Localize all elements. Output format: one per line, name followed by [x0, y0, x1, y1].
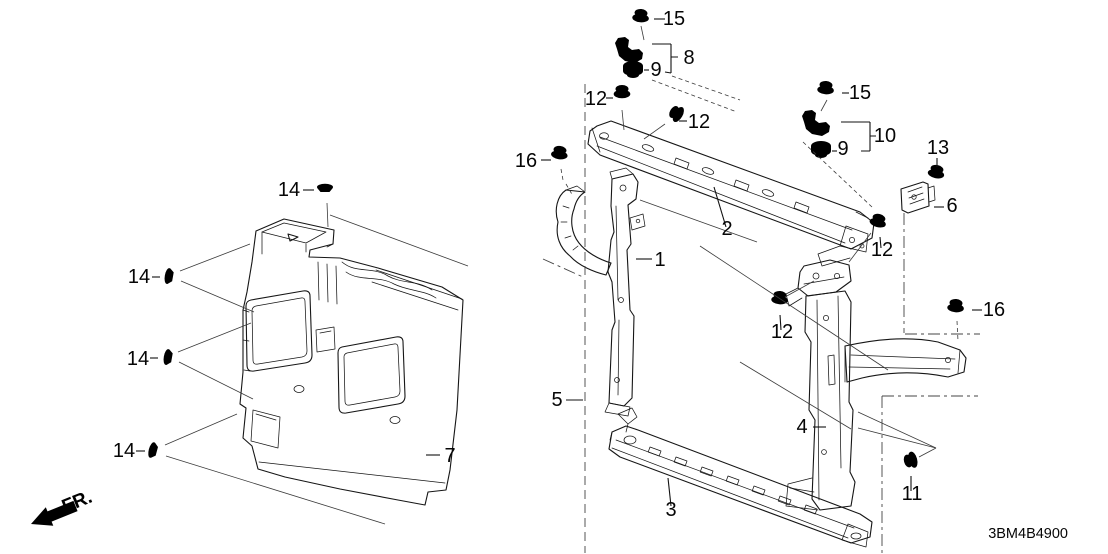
callout-15-upper: 15 — [663, 8, 685, 30]
fr-direction-indicator: FR. — [31, 487, 95, 526]
callout-14-left-lower: 14 — [127, 348, 149, 370]
view-boundary-lines — [542, 84, 980, 553]
callout-12-right: 12 — [871, 239, 893, 261]
part-9-grommet-right-drawing — [811, 141, 831, 158]
bolt-12-upper-left — [613, 85, 631, 110]
callout-6: 6 — [946, 195, 957, 217]
callout-15-right: 15 — [849, 82, 871, 104]
callout-16-left: 16 — [515, 150, 537, 172]
callout-2: 2 — [721, 218, 732, 240]
drawing-code: 3BM4B4900 — [988, 526, 1068, 542]
bolt-16-right — [945, 298, 965, 325]
part-1-left-stay-drawing — [555, 167, 646, 417]
clip-14-left-upper — [163, 267, 183, 287]
fr-label: FR. — [59, 487, 95, 518]
bolt-11 — [901, 447, 931, 471]
bolt-16-left — [548, 144, 569, 172]
part-7-air-guide-drawing — [239, 218, 464, 506]
callout-labels: 15 8 9 12 12 15 10 9 13 6 16 14 2 12 1 1… — [113, 8, 1005, 521]
part-8-bracket-drawing — [615, 37, 643, 63]
callout-9-right: 9 — [837, 138, 848, 160]
callout-12-lower-mid: 12 — [771, 321, 793, 343]
callout-3: 3 — [665, 499, 676, 521]
part-10-bracket-drawing — [802, 110, 830, 136]
callout-16-right: 16 — [983, 299, 1005, 321]
part-9-grommet-upper-drawing — [623, 61, 643, 78]
callout-8: 8 — [683, 47, 694, 69]
callout-5: 5 — [551, 389, 562, 411]
callout-14-top: 14 — [278, 179, 300, 201]
part-2-upper-crossmember-drawing — [587, 120, 875, 267]
fr-arrow-icon — [31, 500, 78, 526]
part-4-right-stay-drawing — [785, 259, 967, 511]
callout-12-upper-left: 12 — [585, 88, 607, 110]
clip-14-bottom-left — [146, 441, 168, 462]
callout-9-upper: 9 — [650, 59, 661, 81]
bolt-15-upper — [630, 8, 650, 35]
clip-14-top — [317, 183, 333, 201]
part-3-lower-crossmember-drawing — [608, 407, 873, 548]
callout-14-left-upper: 14 — [128, 266, 150, 288]
part-6-bracket-drawing — [900, 181, 936, 214]
callout-14-bottom-left: 14 — [113, 440, 135, 462]
callout-1: 1 — [654, 249, 665, 271]
callout-12-upper-mid: 12 — [688, 111, 710, 133]
callout-13: 13 — [927, 137, 949, 159]
projection-lines — [164, 25, 959, 525]
callout-7: 7 — [444, 445, 455, 467]
callout-leaders — [136, 18, 982, 507]
callout-4: 4 — [796, 416, 807, 438]
callout-11: 11 — [902, 483, 923, 505]
callout-10: 10 — [874, 125, 896, 147]
